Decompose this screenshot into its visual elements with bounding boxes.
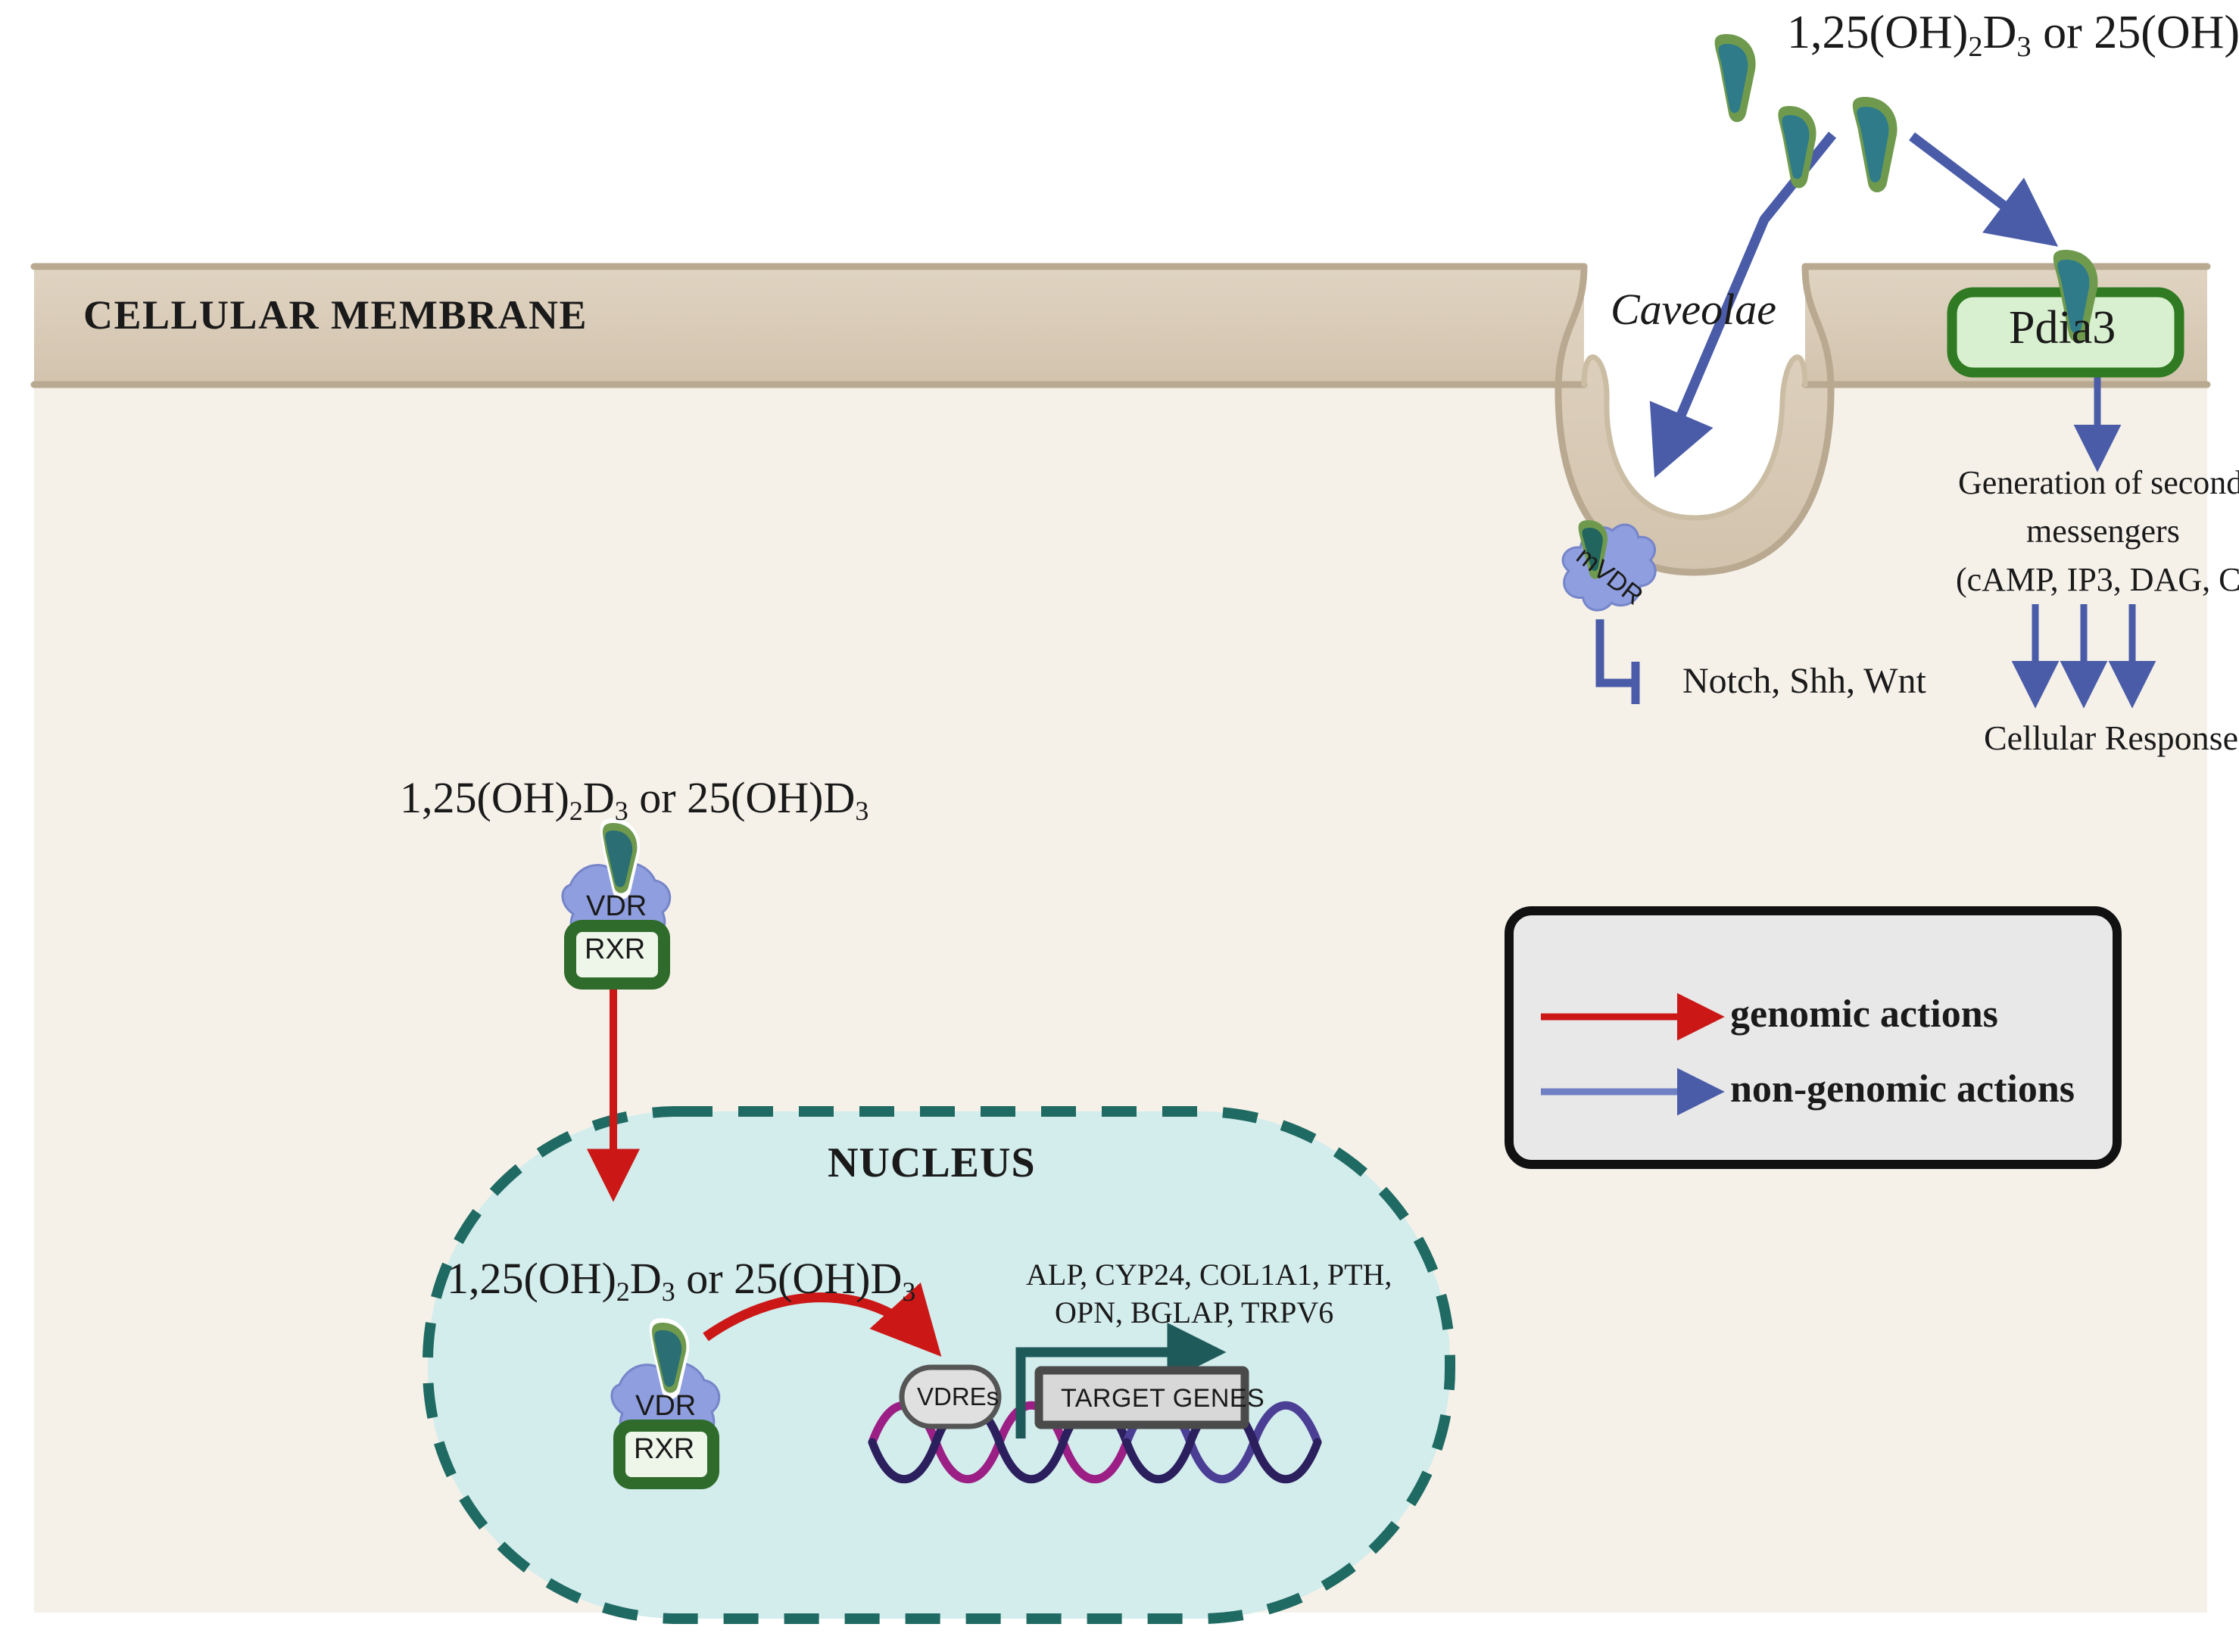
vdr-label-cytoplasm: VDR [586,890,647,922]
second-messengers-line-2: messengers [2026,513,2180,550]
target-gene-list-line-1: ALP, CYP24, COL1A1, PTH, [1026,1258,1392,1292]
arrow-to-pdia3 [1909,132,2059,247]
pdia3-label: Pdia3 [2009,302,2116,354]
inhibition-connector [1595,619,1640,704]
vdr-rxr-complex-cytoplasm [561,818,672,990]
cytoplasm-ligand-label: 1,25(OH)2D3 or 25(OH)D3 [400,773,869,827]
vdres-label: VDREs [917,1382,999,1410]
legend-label-genomic: genomic actions [1730,993,1998,1036]
ligand-molecule [1852,97,1898,193]
extracellular-ligand-label: 1,25(OH)2D3 or 25(OH)D3 [1787,7,2239,63]
nucleus-label: NUCLEUS [828,1139,1036,1186]
mvdr-protein [1561,520,1657,612]
genomic-arrows [587,977,942,1357]
vdr-rxr-complex-nucleus [610,1318,721,1489]
rxr-label-cytoplasm: RXR [585,934,646,965]
legend-box [1505,906,2122,1169]
target-genes-box [1034,1366,1249,1429]
vdres-badge [899,1364,1002,1429]
cellular-membrane-label: CELLULAR MEMBRANE [83,292,588,338]
vdr-label-nucleus: VDR [635,1390,697,1422]
cellular-response-label: Cellular Response [1984,718,2238,757]
second-messengers-line-1: Generation of second [1958,464,2239,501]
nucleus-ligand-label: 1,25(OH)2D3 or 25(OH)D3 [447,1254,916,1308]
caveolae-label: Caveolae [1611,285,1777,334]
ligand-molecules [1714,34,2098,343]
ligand-molecule [1778,106,1816,189]
promoter-arrow [1015,1323,1227,1438]
ligand-molecule-pdia3 [2053,250,2098,343]
second-messengers-line-3: (cAMP, IP3, DAG, Ca2+) [1956,561,2239,598]
legend-label-nongenomic: non-genomic actions [1730,1068,2075,1111]
ligand-molecule [1714,34,1756,123]
inhibited-pathways-label: Notch, Shh, Wnt [1682,661,1926,701]
target-gene-list-line-2: OPN, BGLAP, TRPV6 [1055,1295,1334,1329]
rxr-label-nucleus: RXR [634,1433,695,1465]
arrow-vdr-to-vdres [703,1282,942,1357]
target-genes-label: TARGET GENES [1061,1384,1265,1413]
